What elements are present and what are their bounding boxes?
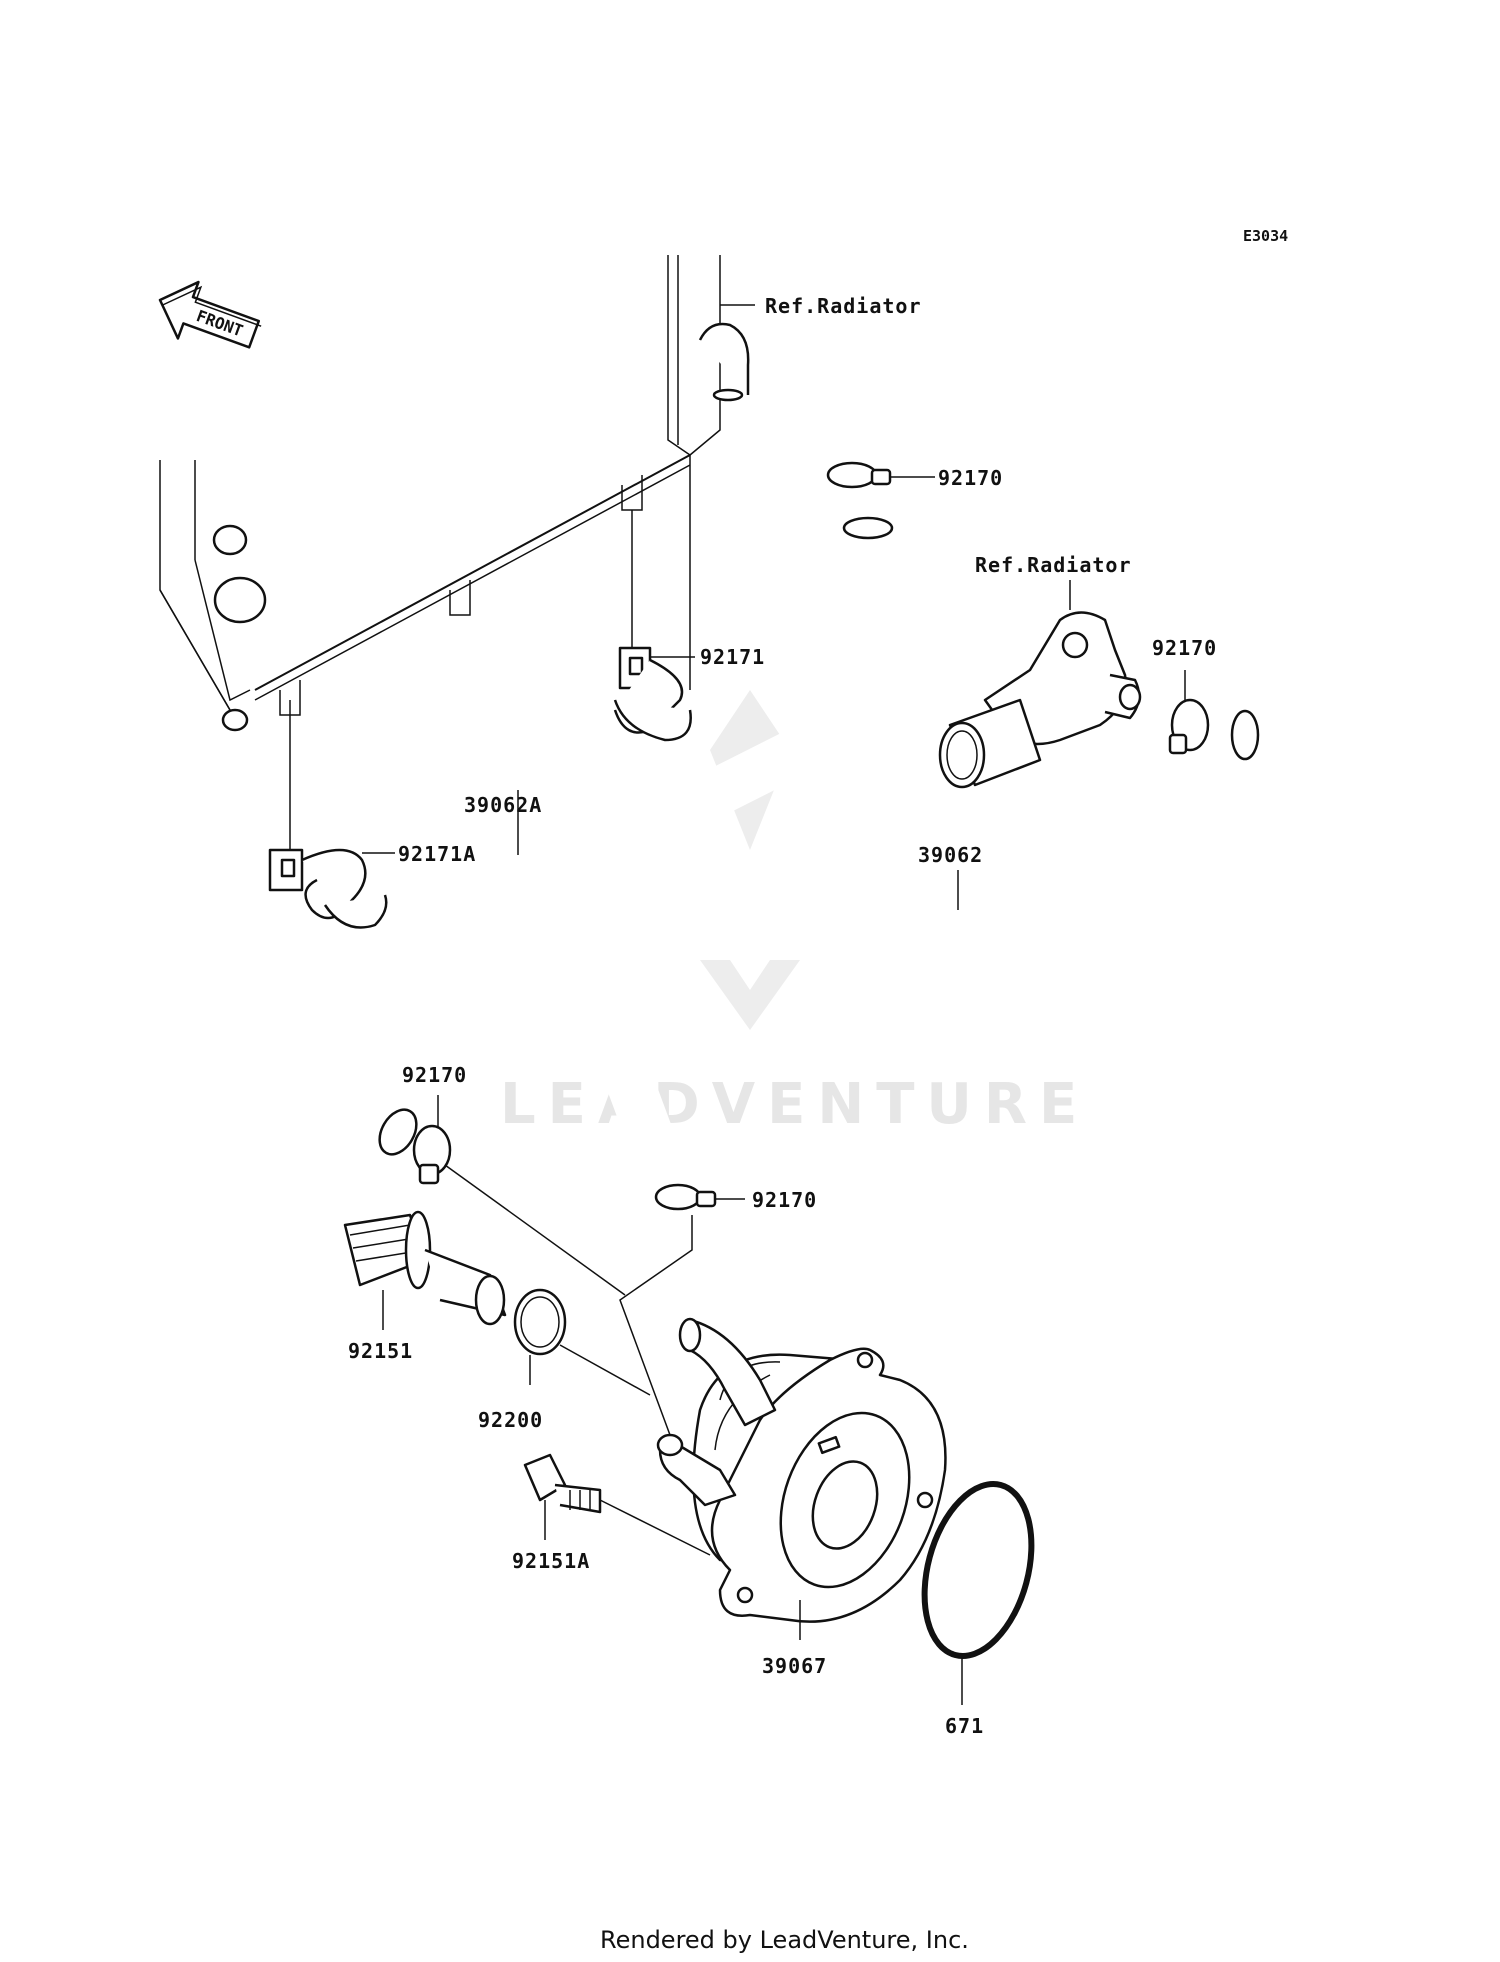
holder-92171 <box>613 510 695 742</box>
union-label: 92151 <box>348 1339 413 1363</box>
clamp-right-label: 92170 <box>1152 636 1217 660</box>
radiator-thermostat-housing <box>938 580 1142 789</box>
ref-radiator-label-mid: Ref.Radiator <box>975 553 1132 577</box>
clamp-bottom <box>619 1183 745 1436</box>
footer-credit: Rendered by LeadVenture, Inc. <box>600 1926 969 1954</box>
hose-39062 <box>563 706 1310 1174</box>
watermark-text: LEADVENTURE <box>500 1072 1089 1137</box>
gasket <box>513 1288 651 1396</box>
clamp-left <box>412 1095 626 1296</box>
clamp-left-label: 92170 <box>402 1063 467 1087</box>
o-ring-label: 671 <box>945 1714 984 1738</box>
holder-label: 92171 <box>700 645 765 669</box>
ref-radiator-label-top: Ref.Radiator <box>765 294 922 318</box>
watermark: LEADVENTURE <box>500 690 1089 1137</box>
front-arrow-icon: FRONT <box>158 280 262 349</box>
o-ring <box>921 1481 1035 1705</box>
diagram-code: E3034 <box>1243 227 1288 245</box>
hose-a-label: 39062A <box>464 793 542 817</box>
bolt <box>523 1453 711 1556</box>
bolt-label: 92151A <box>512 1549 590 1573</box>
oil-cooler <box>656 1317 947 1640</box>
radiator <box>159 255 755 732</box>
clamp-top <box>826 461 935 489</box>
holder-a-label: 92171A <box>398 842 476 866</box>
clamp-bottom-label: 92170 <box>752 1188 817 1212</box>
hose-39062a <box>240 501 930 1164</box>
holder-92171a <box>268 700 395 929</box>
oil-cooler-label: 39067 <box>762 1654 827 1678</box>
clamp-right <box>1168 670 1210 755</box>
union-fitting <box>343 1210 507 1330</box>
hose-label: 39062 <box>918 843 983 867</box>
gasket-label: 92200 <box>478 1408 543 1432</box>
clamp-top-label: 92170 <box>938 466 1003 490</box>
